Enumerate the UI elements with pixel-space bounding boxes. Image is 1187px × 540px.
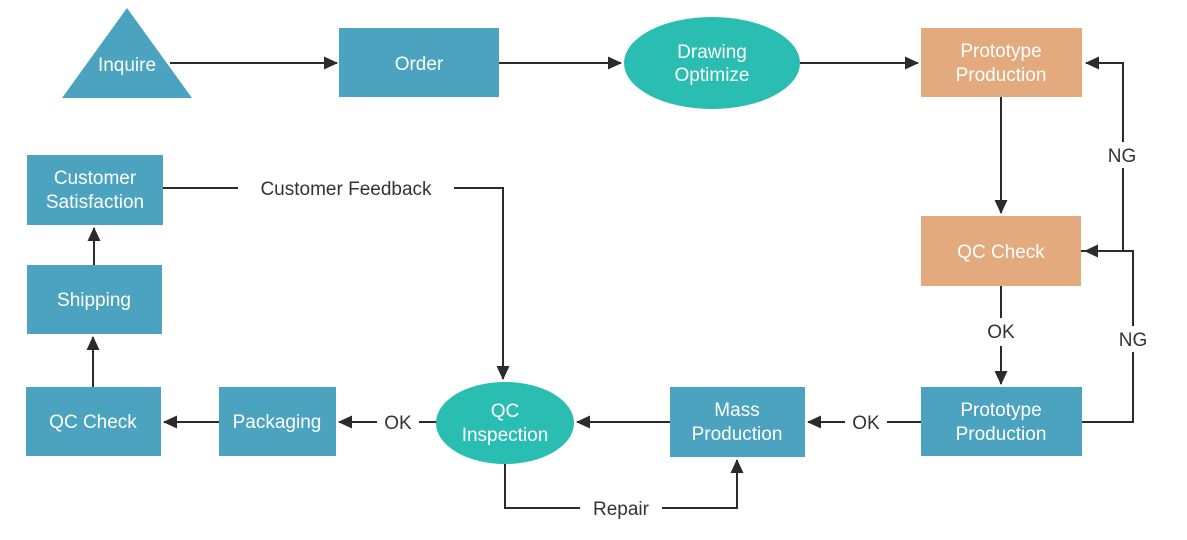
customer-satisfaction-label-line1: Customer xyxy=(54,168,137,189)
prototype-production-bottom-box xyxy=(921,387,1082,456)
repair-label-bg xyxy=(580,496,662,521)
prototype-production-bottom-label-line1: Prototype xyxy=(960,400,1041,421)
repair-label: Repair xyxy=(593,499,650,520)
mass-production-box xyxy=(670,387,805,457)
node-prototype-production-top: Prototype Production xyxy=(921,28,1082,97)
qc-check-right-label: QC Check xyxy=(957,242,1045,263)
node-drawing-optimize: Drawing Optimize xyxy=(624,17,800,109)
node-prototype-production-bottom: Prototype Production xyxy=(921,387,1082,456)
shipping-label: Shipping xyxy=(57,290,131,311)
prototype-production-top-box xyxy=(921,28,1082,97)
customer-satisfaction-box xyxy=(27,155,163,225)
ng-bottom-label: NG xyxy=(1119,330,1148,351)
qc-inspection-ellipse xyxy=(436,382,574,464)
packaging-label: Packaging xyxy=(233,412,322,433)
qc-check-right-box xyxy=(921,216,1081,286)
ok-bottom-left-label: OK xyxy=(384,413,412,434)
prototype-production-bottom-label-line2: Production xyxy=(956,424,1047,445)
drawing-optimize-label-line1: Drawing xyxy=(677,42,747,63)
node-qc-inspection: QC Inspection xyxy=(436,382,574,464)
ok-right-label: OK xyxy=(987,322,1015,343)
inquire-triangle xyxy=(62,8,192,98)
qc-check-left-label: QC Check xyxy=(49,412,137,433)
drawing-optimize-ellipse xyxy=(624,17,800,109)
ng-top-label-bg xyxy=(1105,142,1141,168)
node-inquire: Inquire xyxy=(62,8,192,98)
qc-check-left-box xyxy=(26,387,161,456)
qc-inspection-label-line1: QC xyxy=(491,401,520,422)
ok-bottom-right-label-bg xyxy=(845,409,887,435)
ng-top-label: NG xyxy=(1108,146,1137,167)
node-shipping: Shipping xyxy=(27,265,162,334)
customer-feedback-label-bg xyxy=(238,176,454,201)
ng-bottom-label-bg xyxy=(1115,326,1151,352)
node-packaging: Packaging xyxy=(219,387,336,456)
order-label: Order xyxy=(395,54,444,75)
customer-feedback-label: Customer Feedback xyxy=(260,179,432,200)
prototype-production-top-label-line2: Production xyxy=(956,65,1047,86)
ok-right-label-bg xyxy=(982,318,1020,346)
drawing-optimize-label-line2: Optimize xyxy=(675,65,750,86)
inquire-label: Inquire xyxy=(98,55,156,76)
packaging-box xyxy=(219,387,336,456)
mass-production-label-line1: Mass xyxy=(714,400,759,421)
edge-labels-layer: Customer Feedback Repair OK OK OK NG NG xyxy=(238,142,1151,521)
node-customer-satisfaction: Customer Satisfaction xyxy=(27,155,163,225)
node-order: Order xyxy=(339,28,499,97)
ok-bottom-right-label: OK xyxy=(852,413,880,434)
prototype-production-top-label-line1: Prototype xyxy=(960,41,1041,62)
qc-inspection-label-line2: Inspection xyxy=(462,425,549,446)
node-mass-production: Mass Production xyxy=(670,387,805,457)
node-qc-check-right: QC Check xyxy=(921,216,1081,286)
node-qc-check-left: QC Check xyxy=(26,387,161,456)
shipping-box xyxy=(27,265,162,334)
customer-satisfaction-label-line2: Satisfaction xyxy=(46,192,144,213)
mass-production-label-line2: Production xyxy=(692,424,783,445)
ok-bottom-left-label-bg xyxy=(377,409,419,435)
order-box xyxy=(339,28,499,97)
nodes-layer: Inquire Order Drawing Optimize Prototype… xyxy=(26,8,1082,464)
edge-customer-feedback xyxy=(163,187,510,380)
